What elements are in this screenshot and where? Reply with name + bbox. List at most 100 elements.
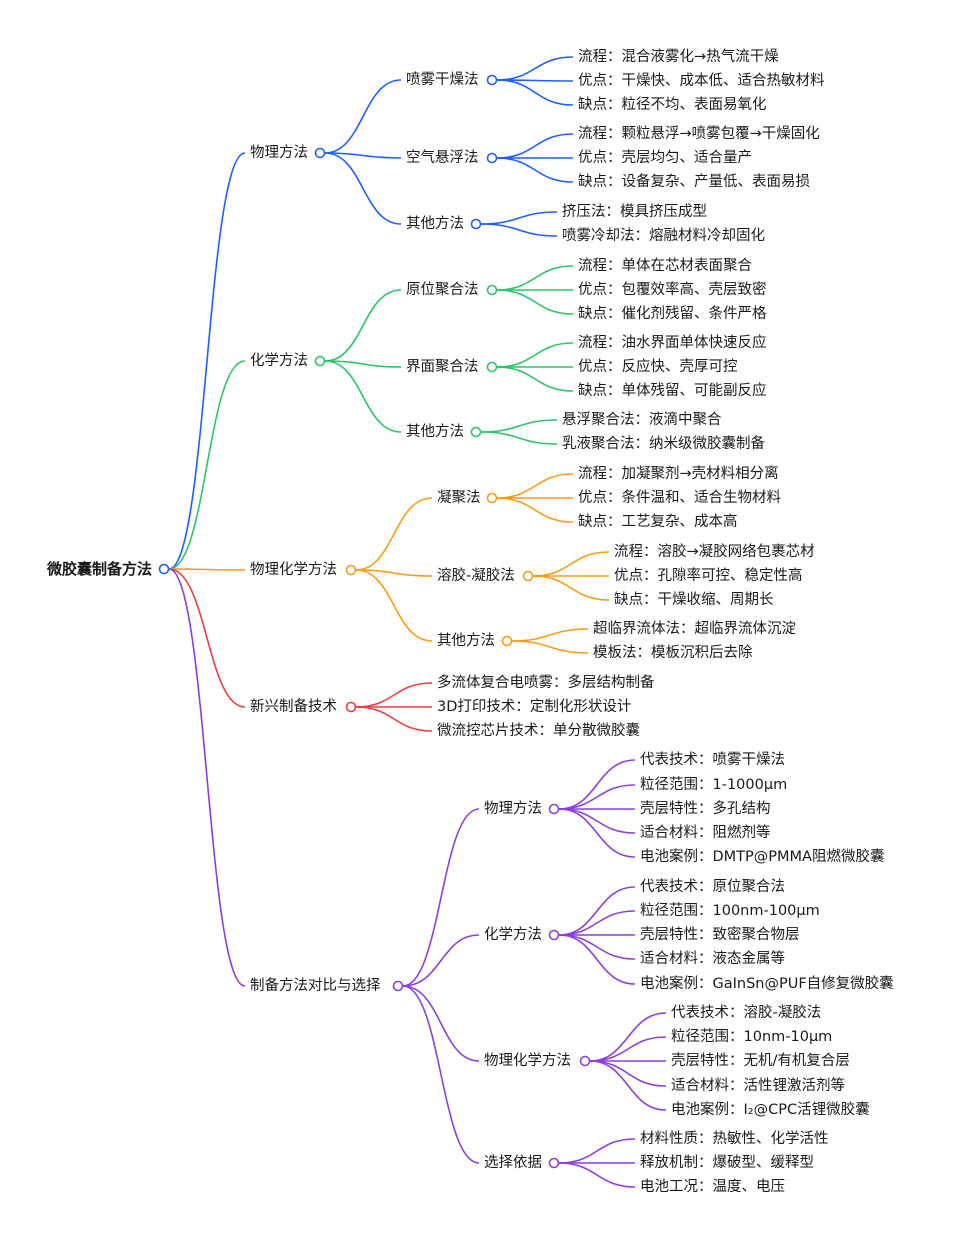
- collapse-toggle-icon[interactable]: [470, 218, 482, 230]
- sub-branch-node-界面聚合法[interactable]: 界面聚合法: [406, 359, 479, 375]
- collapse-toggle-icon[interactable]: [501, 635, 513, 647]
- branch-link: [589, 1036, 667, 1062]
- leaf-node[interactable]: 缺点：催化剂残留、条件严格: [578, 306, 767, 322]
- leaf-node[interactable]: 优点：干燥快、成本低、适合热敏材料: [578, 73, 825, 89]
- collapse-toggle-icon[interactable]: [345, 564, 357, 576]
- leaf-node[interactable]: 流程：溶胶→凝胶网络包裹芯材: [614, 544, 815, 560]
- sub-branch-node-溶胶-凝胶法[interactable]: 溶胶-凝胶法: [437, 568, 515, 584]
- sub-branch-node-其他方法[interactable]: 其他方法: [437, 633, 495, 649]
- leaf-node[interactable]: 电池案例：GaInSn@PUF自修复微胶囊: [640, 976, 894, 992]
- leaf-node[interactable]: 缺点：工艺复杂、成本高: [578, 514, 738, 530]
- leaf-node[interactable]: 优点：反应快、壳厚可控: [578, 359, 738, 375]
- leaf-node[interactable]: 流程：加凝聚剂→壳材料相分离: [578, 466, 779, 482]
- branch-link: [511, 628, 589, 642]
- leaf-node[interactable]: 电池工况：温度、电压: [640, 1179, 785, 1195]
- sub-branch-node-空气悬浮法[interactable]: 空气悬浮法: [406, 150, 479, 166]
- branch-link: [496, 79, 574, 106]
- collapse-toggle-icon[interactable]: [548, 803, 560, 815]
- leaf-node[interactable]: 优点：包覆效率高、壳层致密: [578, 282, 767, 298]
- collapse-toggle-icon[interactable]: [579, 1055, 591, 1067]
- branch-link: [324, 289, 402, 362]
- leaf-node[interactable]: 壳层特性：多孔结构: [640, 801, 771, 817]
- leaf-node[interactable]: 粒径范围：1-1000μm: [640, 777, 788, 793]
- sub-branch-node-其他方法[interactable]: 其他方法: [406, 216, 464, 232]
- collapse-toggle-icon[interactable]: [548, 1157, 560, 1169]
- leaf-node[interactable]: 优点：条件温和、适合生物材料: [578, 490, 781, 506]
- leaf-node[interactable]: 微流控芯片技术：单分散微胶囊: [437, 723, 640, 739]
- root-node[interactable]: 微胶囊制备方法: [47, 560, 153, 578]
- sub-branch-node-原位聚合法[interactable]: 原位聚合法: [406, 282, 479, 298]
- leaf-node[interactable]: 多流体复合电喷雾：多层结构制备: [437, 675, 655, 691]
- branch-link: [324, 152, 402, 159]
- leaf-node[interactable]: 优点：壳层均匀、适合量产: [578, 150, 752, 166]
- collapse-toggle-icon[interactable]: [486, 74, 498, 86]
- leaf-node[interactable]: 释放机制：爆破型、缓释型: [640, 1155, 814, 1171]
- sub-branch-node-选择依据[interactable]: 选择依据: [484, 1155, 542, 1171]
- leaf-node[interactable]: 材料性质：热敏性、化学活性: [640, 1131, 829, 1147]
- leaf-node[interactable]: 优点：孔隙率可控、稳定性高: [614, 568, 803, 584]
- collapse-toggle-icon[interactable]: [392, 980, 404, 992]
- branch-node-化学方法[interactable]: 化学方法: [250, 353, 308, 369]
- collapse-toggle-icon[interactable]: [158, 563, 170, 575]
- collapse-toggle-icon[interactable]: [522, 570, 534, 582]
- branch-link: [402, 934, 480, 987]
- leaf-node[interactable]: 流程：混合液雾化→热气流干燥: [578, 49, 779, 65]
- leaf-node[interactable]: 粒径范围：100nm-100μm: [640, 903, 820, 919]
- leaf-node[interactable]: 代表技术：喷雾干燥法: [640, 752, 785, 768]
- collapse-toggle-icon[interactable]: [548, 929, 560, 941]
- leaf-node[interactable]: 适合材料：阻燃剂等: [640, 825, 771, 841]
- branch-link: [589, 1060, 667, 1087]
- branch-link: [496, 265, 574, 291]
- leaf-node[interactable]: 壳层特性：无机/有机复合层: [671, 1053, 850, 1069]
- leaf-node[interactable]: 电池案例：I₂@CPC活锂微胶囊: [671, 1102, 870, 1118]
- branch-link: [355, 497, 433, 571]
- branch-node-新兴制备技术[interactable]: 新兴制备技术: [250, 699, 337, 715]
- collapse-toggle-icon[interactable]: [486, 284, 498, 296]
- leaf-node[interactable]: 流程：油水界面单体快速反应: [578, 335, 767, 351]
- leaf-node[interactable]: 壳层特性：致密聚合物层: [640, 927, 800, 943]
- sub-branch-node-喷雾干燥法[interactable]: 喷雾干燥法: [406, 72, 479, 88]
- leaf-node[interactable]: 超临界流体法：超临界流体沉淀: [593, 621, 796, 637]
- leaf-node[interactable]: 适合材料：活性锂激活剂等: [671, 1078, 845, 1094]
- branch-link: [558, 934, 636, 985]
- branch-node-物理方法[interactable]: 物理方法: [250, 145, 308, 161]
- leaf-node[interactable]: 粒径范围：10nm-10μm: [671, 1029, 833, 1045]
- sub-branch-node-物理化学方法[interactable]: 物理化学方法: [484, 1053, 571, 1069]
- leaf-node[interactable]: 流程：单体在芯材表面聚合: [578, 258, 752, 274]
- leaf-node[interactable]: 缺点：单体残留、可能副反应: [578, 383, 767, 399]
- leaf-node[interactable]: 适合材料：液态金属等: [640, 951, 785, 967]
- branch-node-物理化学方法[interactable]: 物理化学方法: [250, 562, 337, 578]
- collapse-toggle-icon[interactable]: [345, 701, 357, 713]
- leaf-node[interactable]: 缺点：设备复杂、产量低、表面易损: [578, 174, 810, 190]
- collapse-toggle-icon[interactable]: [486, 152, 498, 164]
- collapse-toggle-icon[interactable]: [314, 355, 326, 367]
- branch-link: [532, 551, 610, 577]
- collapse-toggle-icon[interactable]: [314, 147, 326, 159]
- branch-link: [168, 360, 246, 570]
- leaf-node[interactable]: 乳液聚合法：纳米级微胶囊制备: [562, 436, 765, 452]
- branch-link: [558, 1138, 636, 1164]
- leaf-node[interactable]: 代表技术：溶胶-凝胶法: [671, 1005, 822, 1021]
- leaf-node[interactable]: 电池案例：DMTP@PMMA阻燃微胶囊: [640, 849, 885, 865]
- leaf-node[interactable]: 喷雾冷却法：熔融材料冷却固化: [562, 228, 765, 244]
- leaf-node[interactable]: 挤压法：模具挤压成型: [562, 204, 707, 220]
- leaf-node[interactable]: 代表技术：原位聚合法: [640, 879, 785, 895]
- sub-branch-node-其他方法[interactable]: 其他方法: [406, 424, 464, 440]
- collapse-toggle-icon[interactable]: [486, 492, 498, 504]
- leaf-node[interactable]: 3D打印技术：定制化形状设计: [437, 699, 632, 715]
- sub-branch-node-凝聚法[interactable]: 凝聚法: [437, 490, 481, 506]
- leaf-node[interactable]: 模板法：模板沉积后去除: [593, 645, 753, 661]
- collapse-toggle-icon[interactable]: [486, 361, 498, 373]
- leaf-node[interactable]: 悬浮聚合法：液滴中聚合: [562, 412, 722, 428]
- sub-branch-node-物理方法[interactable]: 物理方法: [484, 801, 542, 817]
- leaf-node[interactable]: 流程：颗粒悬浮→喷雾包覆→干燥固化: [578, 126, 820, 142]
- leaf-node[interactable]: 缺点：粒径不均、表面易氧化: [578, 97, 767, 113]
- branch-link: [324, 79, 402, 154]
- sub-branch-node-化学方法[interactable]: 化学方法: [484, 927, 542, 943]
- leaf-node[interactable]: 缺点：干燥收缩、周期长: [614, 592, 774, 608]
- branch-link: [355, 706, 433, 732]
- branch-node-制备方法对比与选择[interactable]: 制备方法对比与选择: [250, 978, 381, 994]
- collapse-toggle-icon[interactable]: [470, 426, 482, 438]
